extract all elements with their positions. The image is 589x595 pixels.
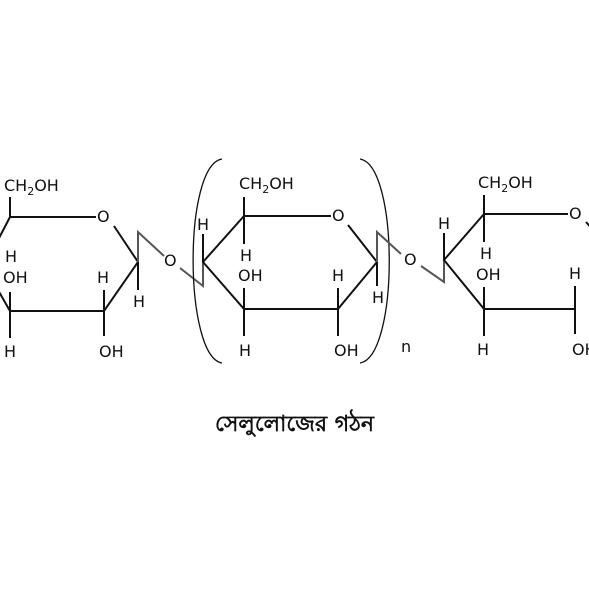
left-ring-oxygen: O bbox=[97, 207, 110, 226]
mid-c2-oh: OH bbox=[334, 341, 359, 360]
mid-ch2oh-label: CH2OH bbox=[239, 174, 294, 196]
left-bracket bbox=[192, 158, 223, 364]
left-glucose-unit: CH2OH O H OH H H OH H bbox=[0, 176, 145, 361]
mid-c4-h: H bbox=[197, 215, 209, 234]
middle-glucose-unit: CH2OH O H H OH H H OH H bbox=[197, 174, 384, 360]
right-ring-oxygen: O bbox=[569, 204, 582, 223]
right-c2-oh: OH bbox=[572, 340, 589, 359]
right-c2-h: H bbox=[569, 264, 581, 283]
right-bridge-oxygen: O bbox=[404, 250, 417, 269]
left-link-bond-a bbox=[137, 229, 165, 262]
left-glycosidic-linkage: O bbox=[137, 229, 204, 289]
right-c3-oh: OH bbox=[476, 265, 501, 284]
repeat-brackets: n bbox=[192, 158, 411, 364]
left-bridge-oxygen: O bbox=[164, 251, 177, 270]
right-c3-h: H bbox=[477, 340, 489, 359]
left-ring-right-bonds bbox=[10, 225, 140, 312]
diagram-caption: সেলুলোজের গঠন bbox=[214, 412, 375, 437]
right-glucose-unit: CH2OH O H H OH H H OH bbox=[438, 173, 589, 359]
mid-c3-h: H bbox=[239, 341, 251, 360]
right-ch2oh-label: CH2OH bbox=[478, 173, 533, 195]
left-ring-left-upper-bond bbox=[0, 216, 11, 239]
mid-ring-bonds bbox=[201, 215, 379, 310]
right-link-bond-a bbox=[376, 229, 402, 262]
repeat-count-n: n bbox=[401, 337, 411, 356]
left-ring-left-lower-bond bbox=[0, 291, 11, 312]
left-c1-h: H bbox=[133, 292, 145, 311]
left-c3-oh: OH bbox=[3, 268, 28, 287]
right-ring-edge-bond bbox=[585, 221, 589, 227]
left-c2-oh: OH bbox=[99, 342, 124, 361]
right-c4-h: H bbox=[438, 214, 450, 233]
left-c2-h: H bbox=[97, 268, 109, 287]
right-ring-bonds bbox=[442, 213, 575, 310]
mid-c2-h: H bbox=[332, 266, 344, 285]
right-link-bond-b bbox=[420, 260, 445, 284]
left-c3-h: H bbox=[4, 342, 16, 361]
mid-c1-h: H bbox=[372, 288, 384, 307]
right-bracket bbox=[359, 158, 390, 364]
left-link-bond-b bbox=[179, 262, 204, 289]
mid-c3-oh: OH bbox=[238, 266, 263, 285]
right-c5-h: H bbox=[480, 244, 492, 263]
mid-ring-oxygen: O bbox=[332, 206, 345, 225]
left-c4-h: H bbox=[5, 247, 17, 266]
right-glycosidic-linkage: O bbox=[376, 229, 445, 284]
left-ch2oh-label: CH2OH bbox=[4, 176, 59, 198]
mid-c5-h: H bbox=[240, 246, 252, 265]
